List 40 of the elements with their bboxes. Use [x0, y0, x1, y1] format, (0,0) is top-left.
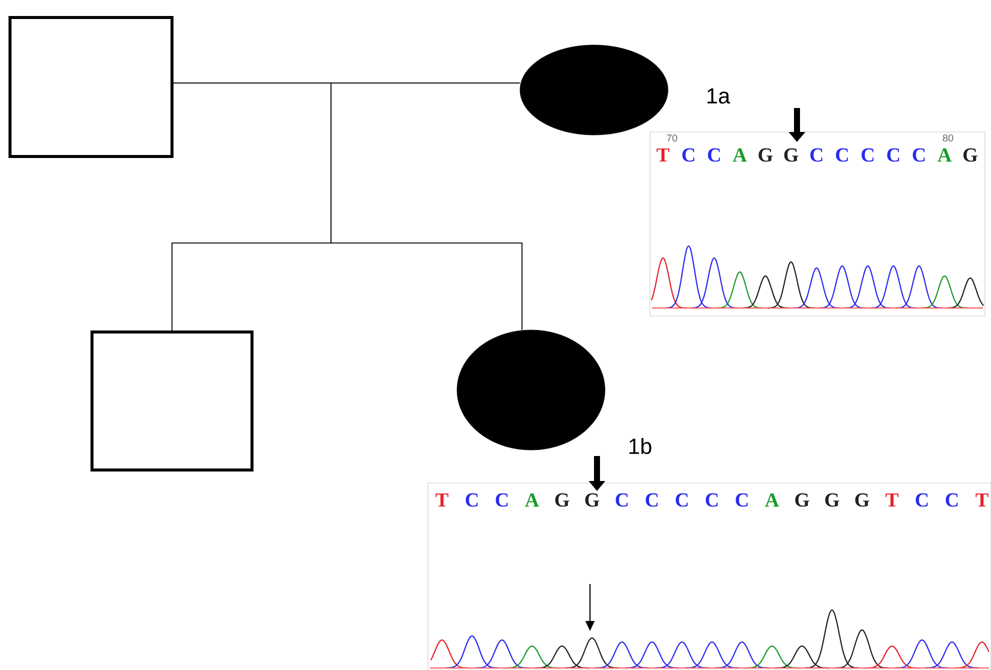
- base-letter: G: [963, 148, 978, 162]
- base-letter: A: [525, 493, 540, 507]
- base-letter: T: [886, 493, 898, 507]
- base-letter: C: [887, 148, 900, 162]
- base-letter: C: [836, 148, 848, 162]
- base-letter: G: [555, 493, 570, 507]
- position-number: 70: [666, 134, 678, 142]
- base-letter: C: [946, 493, 958, 507]
- base-letter: G: [795, 493, 810, 507]
- pedigree-square: [8, 16, 174, 158]
- base-letter: G: [855, 493, 870, 507]
- base-letter: C: [708, 148, 720, 162]
- base-letter: A: [765, 493, 780, 507]
- panel-label: 1b: [629, 438, 652, 454]
- position-number: 80: [942, 134, 954, 142]
- base-letter: T: [436, 493, 448, 507]
- base-letter: C: [916, 493, 928, 507]
- base-letter: C: [682, 148, 694, 162]
- base-letter: G: [585, 493, 600, 507]
- base-letter: C: [810, 148, 822, 162]
- base-letter: C: [862, 148, 874, 162]
- descent-line: [330, 82, 522, 330]
- base-letter: C: [736, 493, 748, 507]
- panel-label: 1a: [707, 88, 730, 104]
- base-letter: C: [466, 493, 478, 507]
- base-letter: A: [938, 148, 952, 162]
- pedigree-square: [90, 330, 254, 472]
- base-letter: C: [616, 493, 628, 507]
- base-letter: C: [496, 493, 508, 507]
- base-letter: G: [784, 148, 798, 162]
- base-letter: A: [732, 148, 747, 162]
- base-letter: G: [825, 493, 840, 507]
- base-letter: C: [646, 493, 658, 507]
- base-letter: C: [912, 148, 925, 162]
- pedigree-circle: [520, 44, 668, 136]
- base-letter: C: [676, 493, 688, 507]
- base-letter: G: [758, 148, 773, 162]
- base-letter: C: [706, 493, 718, 507]
- pedigree-circle: [456, 330, 606, 450]
- base-letter: T: [976, 493, 988, 507]
